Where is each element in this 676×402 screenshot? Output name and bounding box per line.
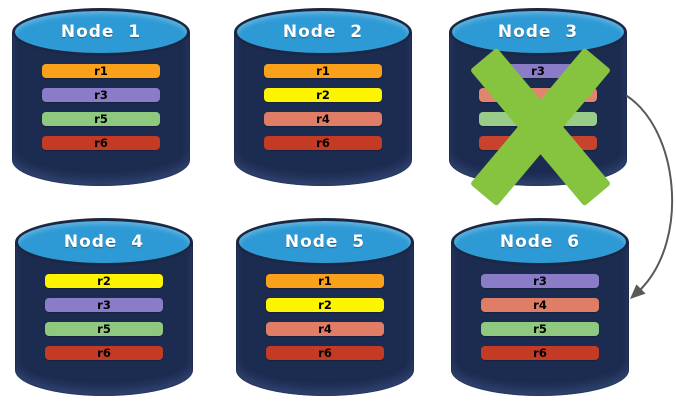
replica-bar: r2 [45,274,163,288]
cylinder-body [15,242,193,396]
cylinder-body [451,242,629,396]
replica-bar: r4 [264,112,382,126]
replica-bar: r6 [45,346,163,360]
replica-bar: r2 [266,298,384,312]
replica-bar: r6 [266,346,384,360]
failure-x-mark [449,8,627,207]
cylinder-body [234,32,412,186]
replica-bar: r2 [264,88,382,102]
replica-bar: r1 [42,64,160,78]
replica-bar: r3 [45,298,163,312]
failover-arrow-curve [626,95,674,290]
replica-list: r3 r4 r5 r6 [481,274,599,360]
replica-bar: r6 [42,136,160,150]
node-title: Node 5 [284,232,366,252]
cylinder-body [12,32,190,186]
cylinder-top: Node 2 [234,8,412,56]
node-title: Node 3 [497,22,579,42]
failover-arrowhead-icon [630,284,646,299]
replica-bar: r6 [481,346,599,360]
replica-list: r1 r2 r4 r6 [266,274,384,360]
replica-bar: r4 [481,298,599,312]
replica-bar: r6 [264,136,382,150]
node-6: Node 6 r3 r4 r5 r6 [451,218,629,396]
node-title: Node 1 [60,22,142,42]
node-title: Node 6 [499,232,581,252]
replica-bar: r5 [45,322,163,336]
replica-bar: r3 [42,88,160,102]
node-2: Node 2 r1 r2 r4 r6 [234,8,412,186]
replica-bar: r1 [266,274,384,288]
replica-bar: r5 [481,322,599,336]
cylinder-top: Node 6 [451,218,629,266]
node-title: Node 2 [282,22,364,42]
replica-bar: r3 [481,274,599,288]
node-5: Node 5 r1 r2 r4 r6 [236,218,414,396]
replica-bar: r1 [264,64,382,78]
cylinder-top: Node 1 [12,8,190,56]
replica-bar: r5 [42,112,160,126]
replica-list: r2 r3 r5 r6 [45,274,163,360]
node-1: Node 1 r1 r3 r5 r6 [12,8,190,186]
cylinder-top: Node 4 [15,218,193,266]
cylinder-top: Node 5 [236,218,414,266]
replica-bar: r4 [266,322,384,336]
replica-list: r1 r3 r5 r6 [42,64,160,150]
node-title: Node 4 [63,232,145,252]
cylinder-body [236,242,414,396]
node-3: Node 3 r3 [449,8,627,207]
node-4: Node 4 r2 r3 r5 r6 [15,218,193,396]
cylinder-top: Node 3 [449,8,627,56]
replica-list: r1 r2 r4 r6 [264,64,382,150]
